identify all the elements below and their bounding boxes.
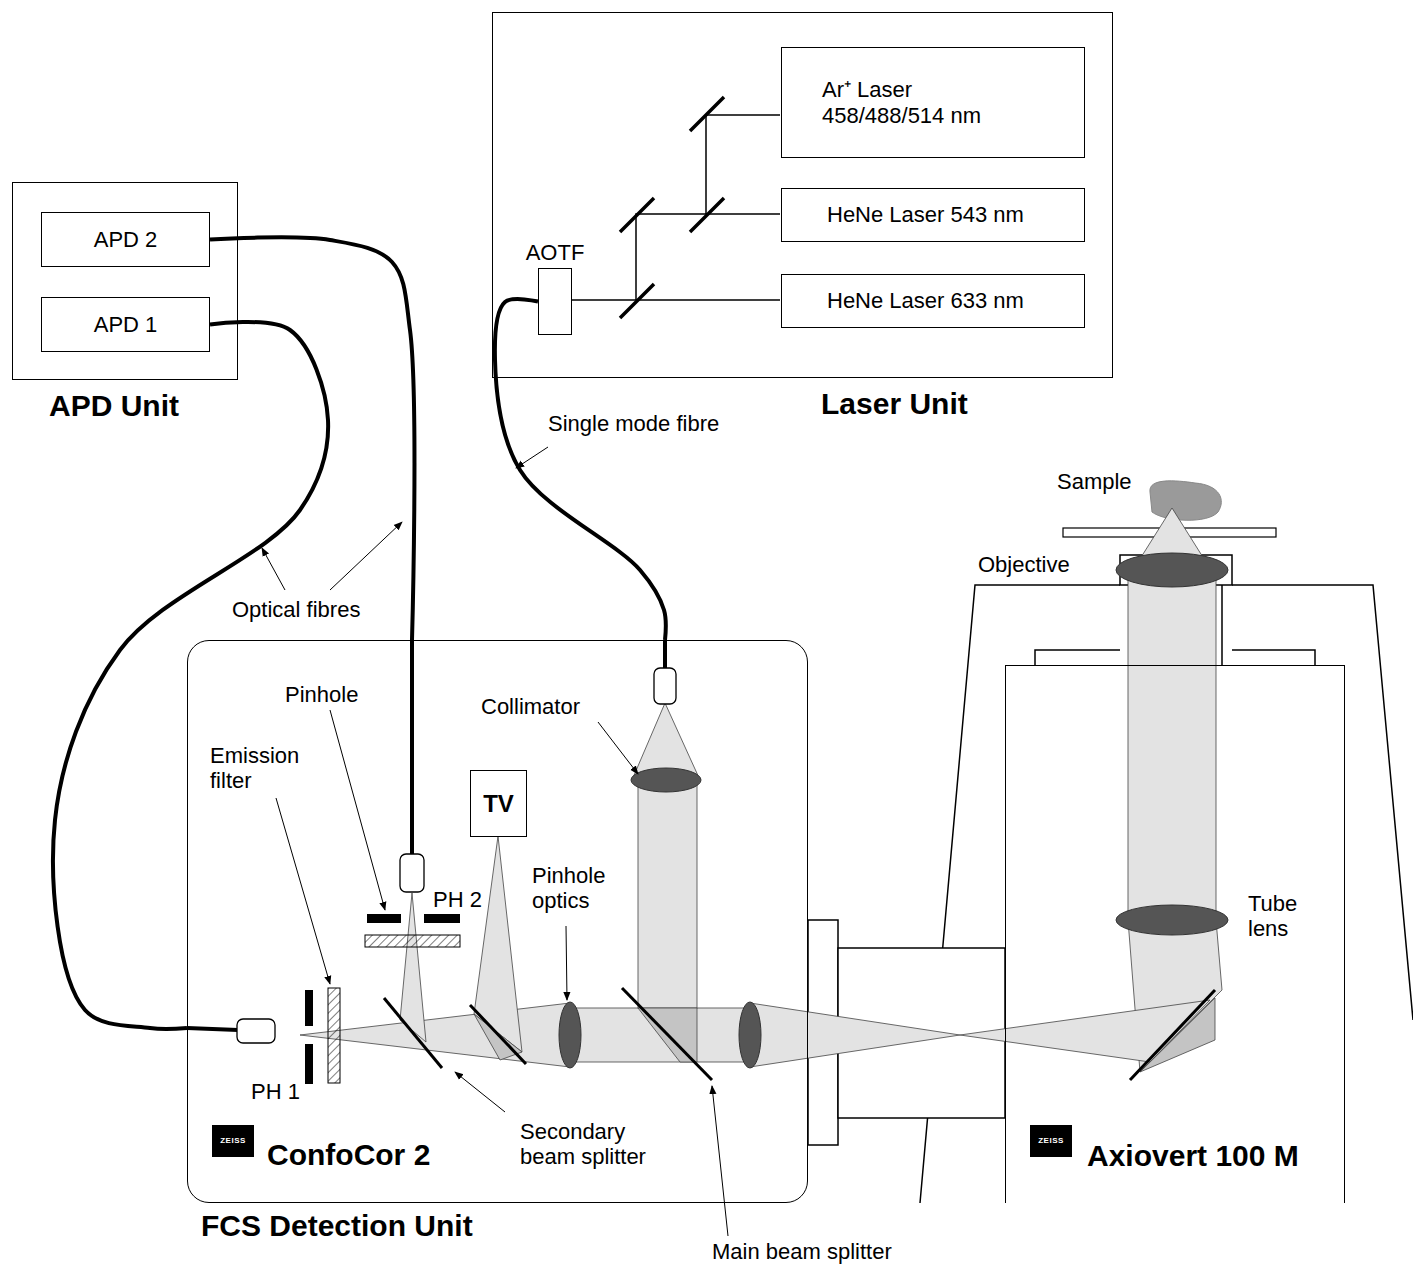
pinholes-and-filters	[424, 914, 460, 923]
beam-splitters	[1130, 990, 1215, 1080]
unit-title: Laser Unit	[821, 387, 968, 422]
leader-lines	[516, 447, 548, 468]
part-label: Collimator	[481, 695, 580, 720]
microscope: Axiovert 100 M	[1005, 665, 1345, 1203]
leader-lines	[712, 1086, 728, 1236]
laser-box: HeNe Laser 633 nm	[781, 274, 1085, 328]
box-label: AOTF	[526, 240, 585, 265]
unit-box: APD UnitAPD 2APD 1	[12, 182, 238, 380]
detection-unit: ConfoCor 2FCS Detection UnitTV	[187, 640, 808, 1203]
light-beams	[300, 575, 1222, 1072]
part-label: Optical fibres	[232, 598, 360, 623]
lenses	[739, 1002, 761, 1068]
box-label: TV	[483, 790, 514, 818]
brand-logo: ZEISS	[1030, 1125, 1072, 1157]
unit-title: ConfoCor 2	[267, 1138, 430, 1173]
part-label: Pinhole	[285, 683, 358, 708]
leader-lines	[330, 522, 402, 590]
laser-beam-path	[571, 97, 780, 318]
fibre-couplers	[410, 640, 414, 856]
lenses	[559, 1002, 581, 1068]
part-label: Main beam splitter	[712, 1240, 892, 1265]
leader-lines	[276, 798, 330, 984]
light-beams	[1128, 575, 1216, 920]
optical-fibre	[53, 322, 328, 1029]
laser-box: HeNe Laser 543 nm	[781, 188, 1085, 242]
part-label: Secondary beam splitter	[520, 1120, 685, 1169]
laser-beam-path	[571, 115, 780, 300]
pinholes-and-filters	[305, 990, 313, 1026]
fibre-couplers	[187, 1028, 238, 1030]
box-label: HeNe Laser 633 nm	[827, 288, 1024, 313]
box-label: HeNe Laser 543 nm	[827, 202, 1024, 227]
part-label: Emission filter	[210, 744, 335, 793]
aotf-box: AOTF	[538, 268, 572, 335]
stage-and-sample	[1150, 481, 1221, 520]
leader-lines	[262, 548, 285, 590]
optical-fibre	[210, 237, 414, 640]
box-label: APD 2	[94, 227, 158, 252]
beam-splitters	[622, 988, 712, 1080]
laser-beam-path	[620, 97, 724, 318]
light-beams	[638, 780, 697, 1008]
part-label: PH 2	[433, 888, 482, 913]
part-label: Sample	[1057, 470, 1132, 495]
fibre-couplers	[237, 668, 676, 1043]
part-label: Pinhole optics	[532, 864, 632, 913]
box-label: Ar⁺ Laser 458/488/514 nm	[822, 77, 1022, 128]
laser-box: Ar⁺ Laser 458/488/514 nm	[781, 47, 1085, 158]
part-label: Objective	[978, 553, 1070, 578]
camera-box: TV	[470, 770, 527, 837]
leader-lines	[262, 447, 728, 1236]
unit-title: APD Unit	[49, 389, 179, 424]
leader-lines	[566, 926, 567, 1000]
fibre-couplers	[400, 854, 424, 892]
part-label: PH 1	[251, 1080, 300, 1105]
detector-box: APD 1	[41, 297, 210, 352]
beam-splitters	[384, 998, 442, 1068]
light-beams	[400, 893, 426, 1042]
brand-logo: ZEISS	[212, 1125, 254, 1157]
part-label: Tube lens	[1248, 892, 1333, 941]
box-label: APD 1	[94, 312, 158, 337]
light-beams	[750, 1003, 960, 1067]
lenses	[1116, 553, 1228, 587]
lenses	[631, 768, 701, 792]
fibre-couplers	[187, 640, 665, 1030]
beam-splitters	[470, 1005, 526, 1064]
pinholes-and-filters	[328, 988, 340, 1083]
unit-box: Laser UnitAr⁺ Laser 458/488/514 nmHeNe L…	[492, 12, 1113, 378]
leader-lines	[330, 710, 385, 910]
fibre-couplers	[237, 1019, 275, 1043]
light-beams	[570, 1008, 750, 1062]
part-label: Single mode fibre	[548, 412, 719, 437]
unit-title: FCS Detection Unit	[201, 1209, 473, 1244]
light-beams	[1140, 998, 1215, 1072]
lenses	[559, 553, 1228, 1068]
fibre-couplers	[663, 640, 667, 668]
pinholes-and-filters	[305, 1044, 313, 1084]
unit-title: Axiovert 100 M	[1087, 1139, 1299, 1174]
leader-lines	[598, 722, 638, 774]
pinholes-and-filters	[305, 914, 460, 1084]
fibre-couplers	[654, 668, 676, 704]
microscope-body	[808, 555, 1413, 1203]
leader-lines	[455, 1072, 505, 1112]
detector-box: APD 2	[41, 212, 210, 267]
pinholes-and-filters	[365, 935, 460, 947]
pinholes-and-filters	[367, 914, 401, 923]
optical-fibre	[495, 299, 666, 640]
beam-splitters	[384, 988, 1215, 1080]
lenses	[1116, 905, 1228, 935]
